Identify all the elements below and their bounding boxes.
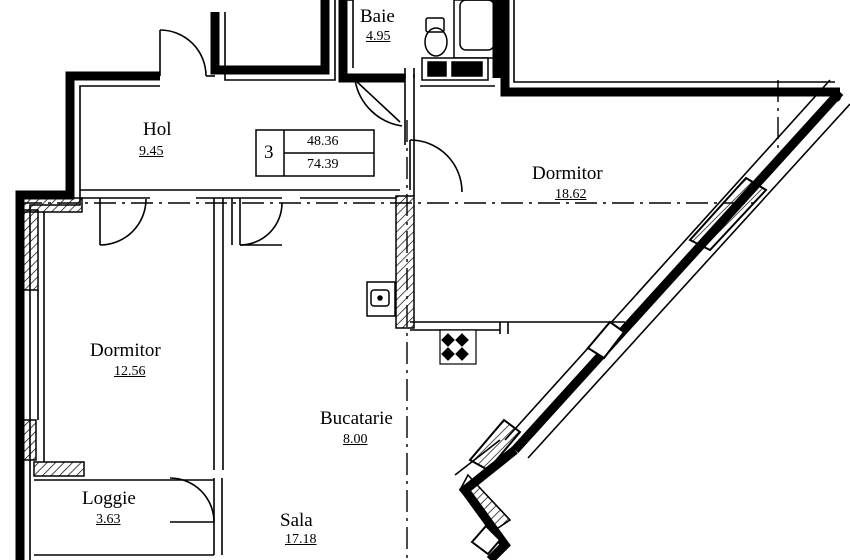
axis-lines: [20, 80, 779, 560]
sink-counter: [420, 57, 495, 87]
doors: [99, 29, 463, 523]
room-area-bucatarie: 8.00: [343, 432, 368, 447]
room-area-dormitor-large: 18.62: [555, 187, 587, 202]
exterior-walls-inner: [29, 0, 835, 560]
stove: [439, 329, 477, 365]
room-area-hol: 9.45: [139, 144, 164, 159]
room-area-loggie: 3.63: [96, 512, 121, 527]
kitchen-sink: [366, 281, 396, 317]
room-area-dormitor-small: 12.56: [114, 364, 146, 379]
diagonal-wall: [454, 79, 850, 560]
room-name-dormitor-large: Dormitor: [532, 163, 603, 184]
room-area-baie: 4.95: [366, 29, 391, 44]
room-name-dormitor-small: Dormitor: [90, 340, 161, 361]
room-name-baie: Baie: [360, 6, 395, 27]
exterior-walls: [15, 0, 840, 560]
apartment-info-frame: [255, 129, 375, 177]
hatched-walls: [21, 195, 415, 477]
room-name-bucatarie: Bucatarie: [320, 408, 393, 429]
apartment-room-count: 3: [264, 142, 274, 163]
toilet: [424, 17, 448, 57]
room-name-sala: Sala: [280, 510, 313, 531]
apartment-living-area: 48.36: [307, 134, 339, 149]
interior-walls: [34, 68, 625, 556]
room-name-hol: Hol: [143, 119, 172, 140]
room-name-loggie: Loggie: [82, 488, 136, 509]
apartment-total-area: 74.39: [307, 157, 339, 172]
diagonal-wall-piers: [459, 176, 768, 556]
room-area-sala: 17.18: [285, 532, 317, 547]
